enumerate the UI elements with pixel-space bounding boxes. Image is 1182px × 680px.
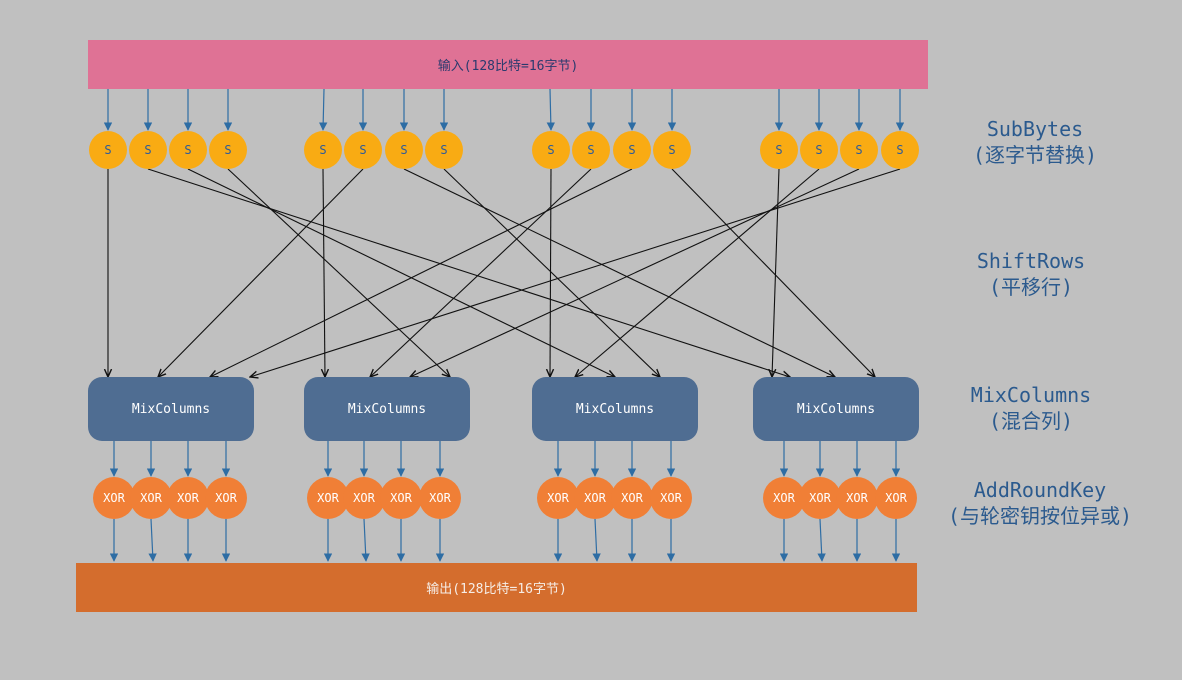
shiftrows-wire bbox=[323, 168, 325, 377]
xor-node: XOR bbox=[574, 477, 616, 519]
shiftrows-wire bbox=[772, 168, 780, 377]
shiftrows-wire bbox=[575, 168, 820, 377]
stage-desc: (平移行) bbox=[988, 275, 1074, 299]
stage-label-shiftrows: ShiftRows (平移行) bbox=[911, 248, 1151, 300]
mixcolumns-box: MixColumns bbox=[88, 377, 254, 441]
xor-to-output-arrow bbox=[817, 518, 826, 562]
sbox-node: S bbox=[385, 131, 423, 169]
xor-node: XOR bbox=[380, 477, 422, 519]
sbox-node: S bbox=[129, 131, 167, 169]
stage-desc: (与轮密钥按位异或) bbox=[947, 504, 1133, 528]
stage-desc: (逐字节替换) bbox=[972, 143, 1098, 167]
shiftrows-wire bbox=[158, 168, 364, 377]
shiftrows-wire bbox=[443, 168, 660, 377]
sbox-node: S bbox=[653, 131, 691, 169]
shiftrows-wire bbox=[187, 168, 615, 377]
input-arrow bbox=[546, 88, 556, 131]
stage-name: MixColumns bbox=[970, 383, 1092, 407]
shiftrows-wire bbox=[210, 168, 633, 377]
shiftrows-wire bbox=[227, 168, 450, 377]
sbox-node: S bbox=[613, 131, 651, 169]
sbox-node: S bbox=[760, 131, 798, 169]
shiftrows-wire bbox=[550, 168, 551, 377]
sbox-node: S bbox=[572, 131, 610, 169]
sbox-node: S bbox=[89, 131, 127, 169]
xor-node: XOR bbox=[611, 477, 653, 519]
xor-node: XOR bbox=[343, 477, 385, 519]
sbox-node: S bbox=[532, 131, 570, 169]
input-bar: 输入(128比特=16字节) bbox=[88, 40, 928, 89]
stage-label-subbytes: SubBytes (逐字节替换) bbox=[915, 116, 1155, 168]
xor-to-output-arrow bbox=[148, 518, 157, 562]
shiftrows-wire bbox=[410, 168, 860, 377]
shiftrows-wire bbox=[403, 168, 835, 377]
mixcolumns-box: MixColumns bbox=[304, 377, 470, 441]
input-label: 输入(128比特=16字节) bbox=[437, 59, 579, 74]
xor-node: XOR bbox=[307, 477, 349, 519]
stage-name: SubBytes bbox=[986, 117, 1084, 141]
xor-node: XOR bbox=[537, 477, 579, 519]
shiftrows-wire bbox=[250, 168, 901, 377]
sbox-node: S bbox=[425, 131, 463, 169]
mixcolumns-box: MixColumns bbox=[753, 377, 919, 441]
shiftrows-wire bbox=[671, 168, 875, 377]
xor-node: XOR bbox=[650, 477, 692, 519]
output-label: 输出(128比特=16字节) bbox=[426, 582, 567, 597]
sbox-node: S bbox=[209, 131, 247, 169]
stage-label-addroundkey: AddRoundKey (与轮密钥按位异或) bbox=[920, 477, 1160, 529]
xor-node: XOR bbox=[130, 477, 172, 519]
xor-node: XOR bbox=[799, 477, 841, 519]
stage-label-mixcolumns: MixColumns (混合列) bbox=[911, 382, 1151, 434]
xor-node: XOR bbox=[93, 477, 135, 519]
sbox-node: S bbox=[169, 131, 207, 169]
xor-node: XOR bbox=[763, 477, 805, 519]
xor-node: XOR bbox=[836, 477, 878, 519]
xor-to-output-arrow bbox=[361, 518, 370, 562]
xor-node: XOR bbox=[205, 477, 247, 519]
sbox-node: S bbox=[840, 131, 878, 169]
xor-node: XOR bbox=[875, 477, 917, 519]
stage-desc: (混合列) bbox=[988, 409, 1074, 433]
stage-name: ShiftRows bbox=[976, 249, 1086, 273]
sbox-node: S bbox=[881, 131, 919, 169]
stage-name: AddRoundKey bbox=[973, 478, 1107, 502]
output-bar: 输出(128比特=16字节) bbox=[76, 563, 917, 612]
xor-node: XOR bbox=[167, 477, 209, 519]
shiftrows-wire bbox=[147, 168, 790, 377]
mixcolumns-box: MixColumns bbox=[532, 377, 698, 441]
shiftrows-wire bbox=[370, 168, 592, 377]
sbox-node: S bbox=[800, 131, 838, 169]
sbox-node: S bbox=[304, 131, 342, 169]
xor-node: XOR bbox=[419, 477, 461, 519]
xor-to-output-arrow bbox=[592, 518, 601, 562]
sbox-node: S bbox=[344, 131, 382, 169]
input-arrow bbox=[318, 88, 328, 131]
